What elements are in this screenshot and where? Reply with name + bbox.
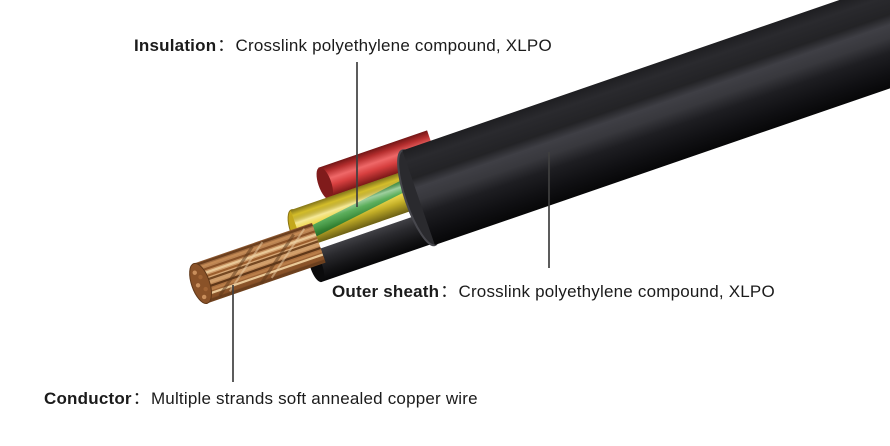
cable-body bbox=[189, 0, 890, 304]
conductor-description: Multiple strands soft annealed copper wi… bbox=[150, 389, 478, 408]
outer-sheath-term: Outer sheath bbox=[332, 282, 440, 301]
insulation-label: Insulation：Crosslink polyethylene compou… bbox=[134, 36, 552, 56]
conductor-separator: ： bbox=[132, 389, 150, 408]
copper-cut-tip bbox=[189, 262, 212, 304]
copper-twist-shadows bbox=[218, 233, 295, 297]
outer-sheath-description: Crosslink polyethylene compound, XLPO bbox=[458, 282, 775, 301]
outer-sheath-graphic bbox=[397, 0, 890, 247]
copper-twist-highlights bbox=[228, 228, 306, 292]
conductor-label: Conductor：Multiple strands soft annealed… bbox=[44, 389, 478, 409]
conductor-strands-graphic bbox=[189, 222, 326, 304]
insulation-wire-red-graphic bbox=[316, 130, 439, 200]
outer-sheath-separator: ： bbox=[440, 282, 458, 301]
insulation-description: Crosslink polyethylene compound, XLPO bbox=[235, 36, 552, 55]
outer-sheath-label: Outer sheath：Crosslink polyethylene comp… bbox=[332, 282, 775, 302]
conductor-term: Conductor bbox=[44, 389, 132, 408]
insulation-term: Insulation bbox=[134, 36, 217, 55]
insulation-separator: ： bbox=[217, 36, 235, 55]
